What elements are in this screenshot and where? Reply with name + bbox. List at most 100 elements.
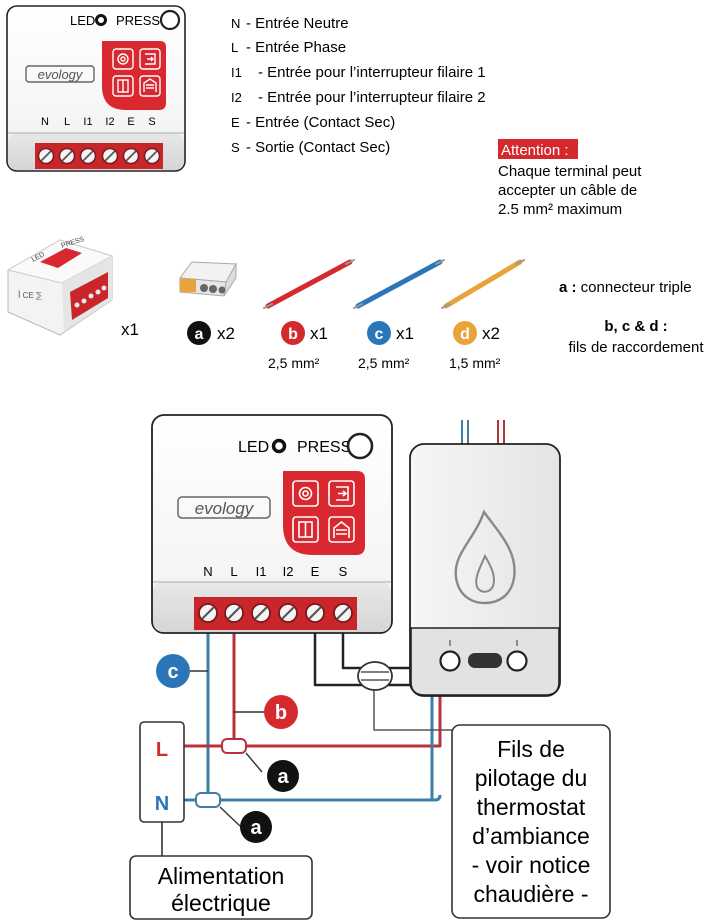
svg-text:E: E	[231, 115, 240, 130]
legend-row-n: N - Entrée Neutre	[231, 15, 349, 32]
boiler	[409, 443, 561, 697]
main-led-label: LED	[238, 439, 269, 456]
svg-text:c: c	[375, 326, 384, 343]
boiler-display-icon	[468, 653, 502, 668]
svg-text:S: S	[339, 564, 348, 579]
main-brand-logo: evology	[195, 499, 255, 518]
badge-a-phase: a	[267, 760, 299, 792]
legend-row-l: L - Entrée Phase	[231, 39, 346, 56]
svg-text:b: b	[275, 702, 287, 724]
svg-text:a: a	[277, 766, 289, 788]
kit-item-c: c x1 2,5 mm²	[358, 321, 414, 371]
supply-l-label: L	[156, 739, 168, 761]
fils-line-6: chaudière -	[473, 881, 588, 907]
main-terminal-block	[194, 597, 357, 630]
main-press-button[interactable]	[346, 432, 374, 460]
attention-badge	[498, 139, 578, 159]
legend-row-s: S - Sortie (Contact Sec)	[231, 139, 390, 156]
svg-text:1,5 mm²: 1,5 mm²	[449, 355, 501, 371]
note-bcd-text: fils de raccordement	[568, 339, 704, 356]
badge-a-neutral: a	[240, 811, 272, 843]
thermostat-cable-sheath	[357, 661, 393, 691]
flame-inner-icon	[475, 553, 495, 593]
svg-text:I2: I2	[105, 116, 114, 128]
main-function-icons	[292, 480, 355, 543]
svg-text:- Entrée pour l’interrupteur f: - Entrée pour l’interrupteur filaire 1	[258, 64, 486, 81]
svg-text:I2: I2	[231, 90, 242, 105]
press-button[interactable]	[159, 9, 181, 31]
svg-text:- Entrée pour l’interrupteur f: - Entrée pour l’interrupteur filaire 2	[258, 89, 486, 106]
svg-text:N: N	[41, 116, 49, 128]
flame-icon	[454, 509, 516, 605]
svg-text:S: S	[231, 140, 240, 155]
kit-wires	[263, 259, 525, 309]
svg-text:I1: I1	[231, 65, 242, 80]
press-label: PRESS	[116, 13, 160, 28]
main-led-indicator	[271, 438, 287, 454]
terminal-labels-top: N L I1 I2 E S	[41, 116, 156, 128]
svg-text:I2: I2	[283, 564, 294, 579]
boiler-knob-right-icon	[506, 650, 528, 672]
main-brand-frame	[177, 496, 271, 519]
kit-wire-d	[441, 259, 525, 309]
kit-badges: a x2 b x1 2,5 mm² c x1 2,5 mm² d x2 1,5 …	[187, 321, 501, 371]
kit-wire-b	[263, 259, 355, 309]
note-a: a : connecteur triple	[559, 279, 692, 296]
connector-a-neutral	[195, 792, 221, 808]
attention-line-2: accepter un câble de	[498, 182, 637, 199]
svg-text:I1: I1	[83, 116, 92, 128]
legend-row-i2: I2 - Entrée pour l’interrupteur filaire 2	[231, 89, 486, 106]
attention-line-1: Chaque terminal peut	[498, 163, 642, 180]
legend-row-e: E - Entrée (Contact Sec)	[231, 114, 395, 131]
svg-text:N: N	[203, 564, 212, 579]
kit-connector	[179, 261, 237, 297]
attention-note: Attention : Chaque terminal peut accepte…	[498, 139, 642, 218]
kit-item-a: a x2	[187, 321, 235, 345]
note-bcd-title: b, c & d :	[604, 318, 667, 335]
svg-text:L: L	[230, 564, 237, 579]
fils-line-1: Fils de	[497, 736, 565, 762]
kit-module-qty: x1	[121, 320, 139, 339]
terminal-block-top	[35, 143, 163, 169]
svg-text:x1: x1	[310, 324, 328, 343]
brand-logo-frame	[25, 65, 95, 83]
wire-supply-l	[180, 690, 442, 748]
badge-b: b	[264, 695, 298, 729]
module-top: LED PRESS evology N L I1 I2 E S	[6, 5, 186, 172]
fils-pilotage-box: Fils de pilotage du thermostat d’ambianc…	[451, 724, 611, 919]
svg-text:L: L	[231, 40, 238, 55]
svg-text:I1: I1	[256, 564, 267, 579]
kit-module: LED PRESS ꟾ CE ⅀ x1	[6, 236, 139, 339]
supply-n-label: N	[155, 793, 169, 815]
svg-text:x2: x2	[482, 324, 500, 343]
svg-text:- Entrée Phase: - Entrée Phase	[246, 39, 346, 56]
fils-line-5: - voir notice	[472, 852, 591, 878]
boiler-knob-left-icon	[439, 650, 461, 672]
module-main: LED PRESS evology N L I1 I2 E S	[151, 414, 393, 634]
svg-text:N: N	[231, 16, 240, 31]
main-press-label: PRESS	[297, 439, 351, 456]
svg-text:E: E	[311, 564, 320, 579]
svg-text:x2: x2	[217, 324, 235, 343]
legend-row-i1: I1 - Entrée pour l’interrupteur filaire 1	[231, 64, 486, 81]
svg-text:- Entrée Neutre: - Entrée Neutre	[246, 15, 349, 32]
svg-text:E: E	[127, 116, 134, 128]
svg-text:2,5 mm²: 2,5 mm²	[358, 355, 410, 371]
terminal-legend: N - Entrée Neutre L - Entrée Phase I1 - Ent…	[231, 15, 486, 156]
led-indicator	[95, 14, 107, 26]
svg-text:L: L	[64, 116, 70, 128]
alimentation-line-2: électrique	[171, 890, 271, 916]
attention-line-3: 2.5 mm² maximum	[498, 201, 622, 218]
svg-text:- Sortie (Contact Sec): - Sortie (Contact Sec)	[246, 139, 390, 156]
fils-line-3: thermostat	[477, 794, 586, 820]
svg-text:c: c	[167, 661, 178, 683]
alimentation-line-1: Alimentation	[158, 863, 285, 889]
kit-item-b: b x1 2,5 mm²	[268, 321, 328, 371]
svg-text:- Entrée (Contact Sec): - Entrée (Contact Sec)	[246, 114, 395, 131]
alimentation-box: Alimentation électrique	[129, 855, 313, 920]
svg-text:S: S	[148, 116, 155, 128]
svg-text:ꟾ CE ⅀: ꟾ CE ⅀	[18, 289, 43, 300]
main-terminal-labels: N L I1 I2 E S	[203, 564, 347, 579]
led-label: LED	[70, 13, 95, 28]
